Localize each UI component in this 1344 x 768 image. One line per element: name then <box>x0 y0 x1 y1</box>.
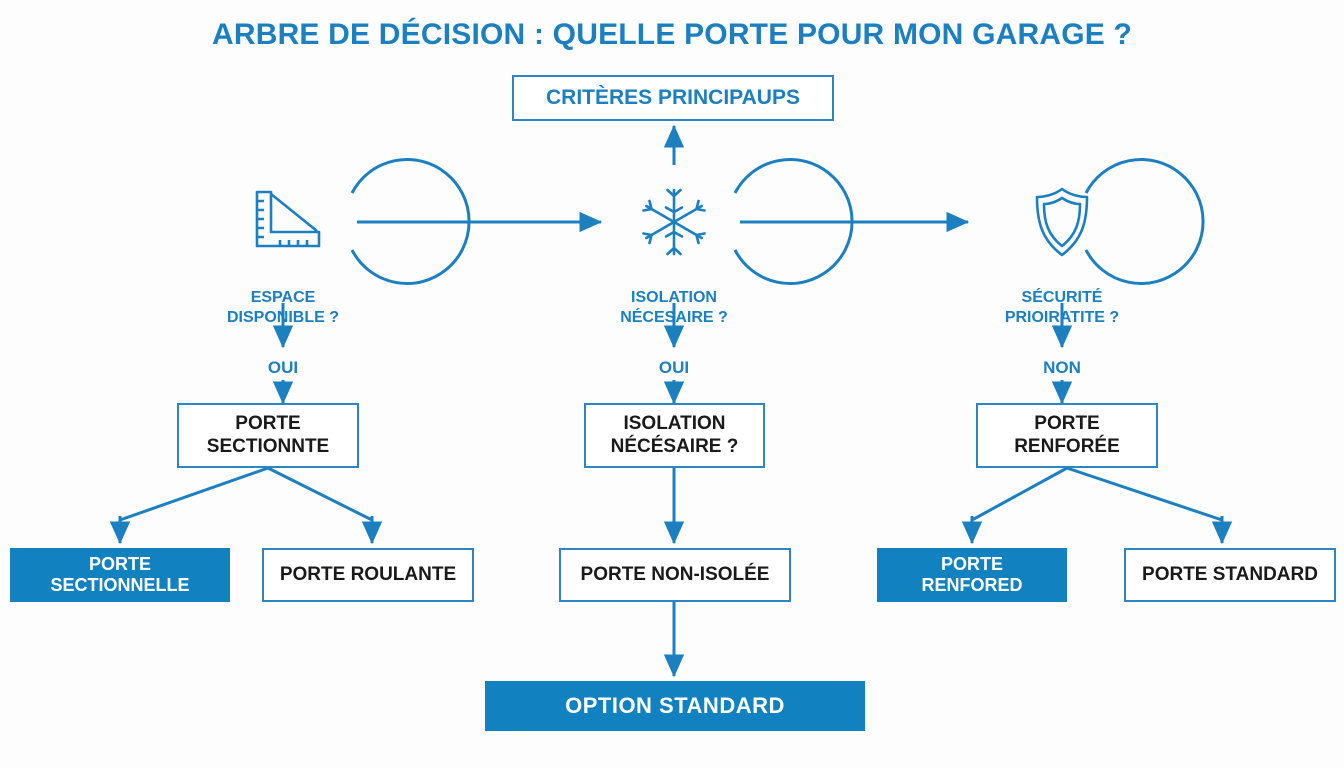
branch-label-isolation: OUI <box>658 358 690 377</box>
branch-left-b <box>267 466 373 522</box>
result-box-porte-standard[interactable]: PORTE STANDARD <box>1124 548 1336 602</box>
result-box-porte-roulante[interactable]: PORTE ROULANTE <box>262 548 474 602</box>
shield-icon <box>1002 162 1122 282</box>
decision-node-isolation[interactable]: ISOLATION NÉCESAIRE ? <box>614 162 734 326</box>
decision-node-securite[interactable]: SÉCURITÉ PRIOIRATITE ? <box>1002 162 1122 326</box>
mid-box-isolation-necessaire[interactable]: ISOLATION NÉCÉSAIRE ? <box>584 403 765 468</box>
branch-right-a <box>971 466 1068 522</box>
decision-node-label: ISOLATION NÉCESAIRE ? <box>620 289 728 326</box>
header-box[interactable]: CRITÈRES PRINCIPAUPS <box>512 75 834 121</box>
decision-node-label: ESPACE DISPONIBLE ? <box>226 289 339 326</box>
branch-right-b <box>1066 466 1223 522</box>
final-box-option-standard[interactable]: OPTION STANDARD <box>485 681 865 731</box>
decision-node-label: SÉCURITÉ PRIOIRATITE ? <box>1004 289 1120 326</box>
circle-arc-espace <box>350 158 471 285</box>
result-box-porte-sectionnelle[interactable]: PORTE SECTIONNELLE <box>10 548 230 602</box>
ruler-square-icon <box>223 162 343 282</box>
result-box-porte-non-isolee[interactable]: PORTE NON-ISOLÉE <box>559 548 791 602</box>
result-box-porte-renfored[interactable]: PORTE RENFORED <box>877 548 1067 602</box>
circle-arc-isolation <box>733 158 854 285</box>
branch-label-espace: OUI <box>267 358 299 377</box>
mid-box-porte-renforee[interactable]: PORTE RENFORÉE <box>976 403 1158 468</box>
branch-left-a <box>119 466 269 522</box>
page-title: ARBRE DE DÉCISION : QUELLE PORTE POUR MO… <box>211 18 1133 51</box>
decision-node-espace[interactable]: ESPACE DISPONIBLE ? <box>223 162 343 326</box>
snowflake-icon <box>614 162 734 282</box>
branch-label-securite: NON <box>1043 358 1081 377</box>
mid-box-porte-sectionnte[interactable]: PORTE SECTIONNTE <box>177 403 359 468</box>
